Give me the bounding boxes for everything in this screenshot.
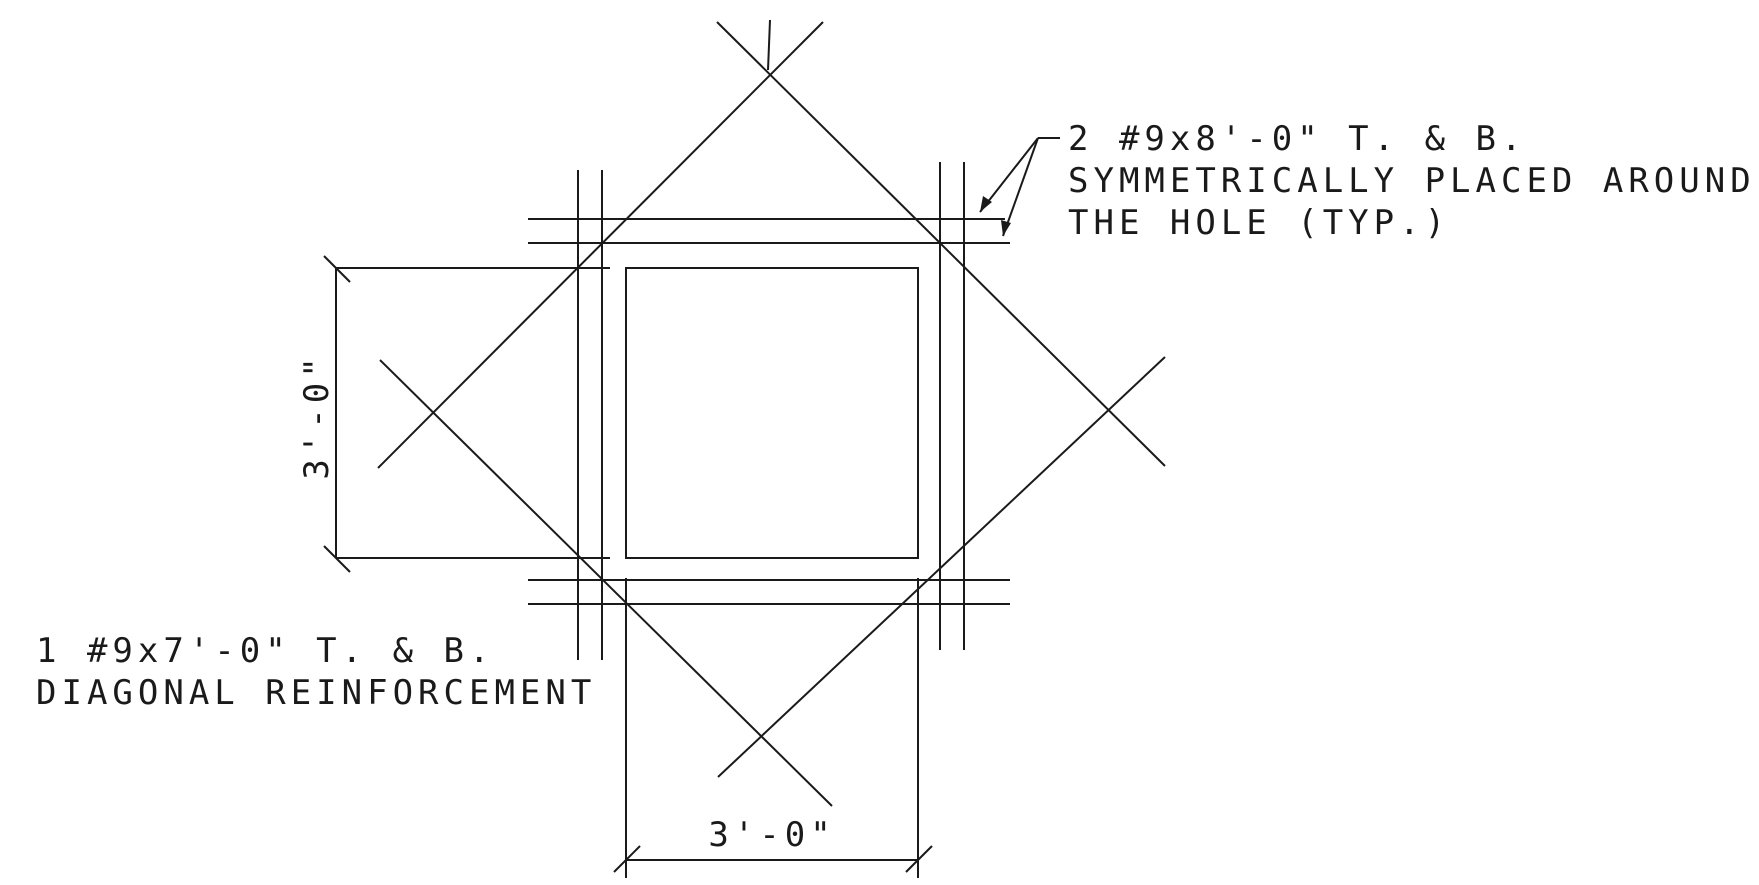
- diagonal-bars: [377, 21, 1166, 807]
- note-top-right-line-3: THE HOLE (TYP.): [1068, 203, 1450, 243]
- horizontal-dimension: [613, 578, 933, 878]
- hole-outline: [625, 267, 919, 559]
- note-bottom-left-line-1: 1 #9x7'-0" T. & B.: [36, 631, 494, 671]
- right-bars: [939, 162, 965, 650]
- vertical-dimension: [323, 255, 610, 573]
- bottom-bars: [528, 579, 1010, 605]
- note-top-right-line-1: 2 #9x8'-0" T. & B.: [1068, 119, 1526, 159]
- note-top-right-line-2: SYMMETRICALLY PLACED AROUND: [1068, 161, 1756, 201]
- note-bottom-left-line-2: DIAGONAL REINFORCEMENT: [36, 673, 596, 713]
- top-bars: [528, 218, 1010, 244]
- horizontal-dimension-label: 3'-0": [708, 815, 835, 855]
- centerline-mark: [767, 19, 771, 71]
- vertical-dimension-label: 3'-0": [297, 352, 337, 479]
- leader-lines: [979, 137, 1060, 237]
